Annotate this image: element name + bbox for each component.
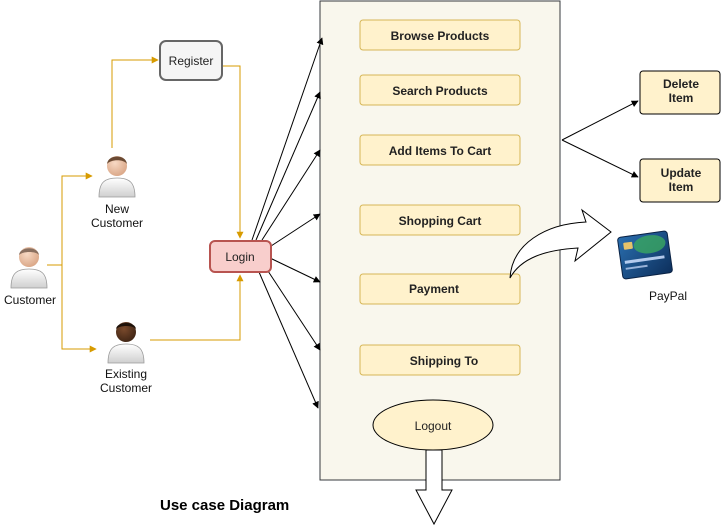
actor-existing-customer[interactable]: Existing Customer — [100, 322, 152, 395]
connector-register-login — [222, 65, 244, 239]
use-case-payment[interactable]: Payment — [359, 273, 521, 305]
person-icon — [10, 247, 48, 289]
paypal-label: PayPal — [649, 289, 687, 303]
connector-new-register — [111, 56, 159, 148]
login-label: Login — [225, 250, 254, 264]
connector-customer-existing — [47, 264, 97, 353]
existing-customer-label-line-1: Existing — [105, 367, 147, 381]
arrow-login-shipping — [265, 267, 321, 351]
new-customer-label-line-1: New — [105, 202, 129, 216]
actor-new-customer[interactable]: New Customer — [91, 156, 143, 230]
use-case-shipping-to[interactable]: Shipping To — [359, 344, 521, 376]
login-node[interactable]: Login — [209, 240, 272, 273]
arrow-cart-delete — [561, 100, 639, 141]
diagram-title: Use case Diagram — [160, 497, 289, 514]
update-item-label-line-1: Update — [661, 166, 702, 180]
use-case-logout[interactable]: Logout — [372, 399, 494, 451]
credit-card-icon — [617, 230, 673, 280]
payment-label: Payment — [409, 282, 459, 296]
actor-connectors — [47, 56, 244, 353]
person-icon — [98, 156, 136, 198]
add-items-to-cart-label: Add Items To Cart — [389, 144, 491, 158]
use-case-browse-products[interactable]: Browse Products — [359, 19, 521, 51]
shipping-to-label: Shipping To — [410, 354, 478, 368]
person-icon — [107, 322, 145, 364]
search-products-label: Search Products — [392, 84, 488, 98]
login-arrows — [251, 37, 324, 409]
arrow-login-cart — [267, 213, 321, 249]
use-case-shopping-cart[interactable]: Shopping Cart — [359, 204, 521, 236]
cart-action-delete-item[interactable]: Delete Item — [639, 70, 721, 115]
arrow-login-browse — [251, 37, 324, 241]
arrow-cart-update — [561, 139, 639, 178]
arrow-login-add — [261, 149, 321, 241]
browse-products-label: Browse Products — [391, 29, 490, 43]
delete-item-label-line-2: Item — [669, 91, 694, 105]
cart-action-update-item[interactable]: Update Item — [639, 158, 721, 203]
shopping-cart-label: Shopping Cart — [399, 214, 482, 228]
register-node[interactable]: Register — [159, 40, 223, 81]
curved-arrow-icon — [509, 208, 612, 279]
connector-existing-login — [150, 274, 244, 341]
arrow-login-logout — [258, 271, 319, 409]
arrow-login-search — [255, 91, 321, 241]
connector-customer-new — [47, 172, 93, 266]
use-case-add-items-to-cart[interactable]: Add Items To Cart — [359, 134, 521, 166]
update-item-label-line-2: Item — [669, 180, 694, 194]
actor-customer[interactable]: Customer — [4, 247, 56, 307]
new-customer-label-line-2: Customer — [91, 216, 143, 230]
delete-item-label-line-1: Delete — [663, 77, 699, 91]
cart-action-arrows — [561, 100, 639, 178]
logout-label: Logout — [415, 419, 452, 433]
down-arrow-icon — [415, 449, 453, 526]
use-case-search-products[interactable]: Search Products — [359, 74, 521, 106]
arrow-login-payment — [269, 257, 321, 283]
register-label: Register — [169, 54, 214, 68]
customer-label: Customer — [4, 293, 56, 307]
existing-customer-label-line-2: Customer — [100, 381, 152, 395]
